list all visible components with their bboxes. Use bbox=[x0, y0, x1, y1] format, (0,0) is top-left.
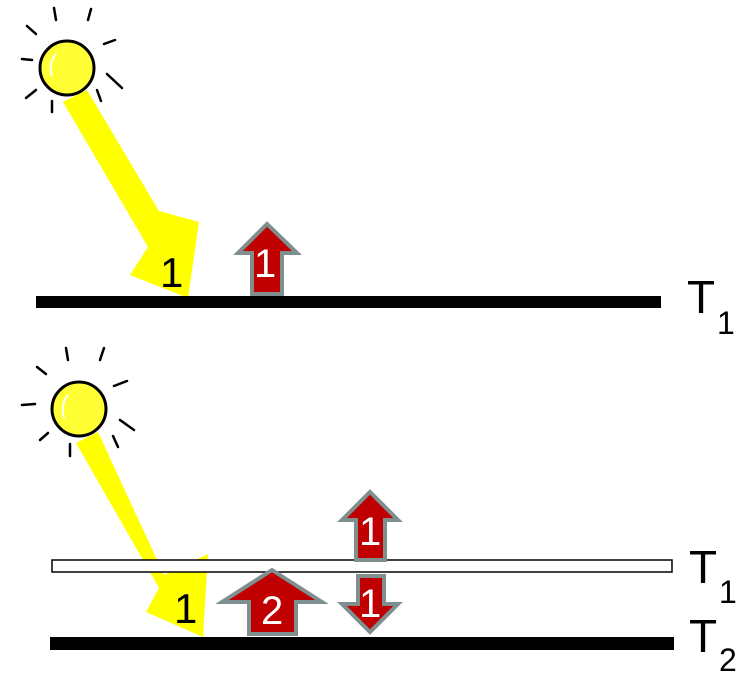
ground-surface bbox=[36, 296, 661, 308]
surface-emission-arrow-up: 1 bbox=[238, 224, 297, 294]
layer-emission-arrow-up: 1 bbox=[342, 492, 398, 560]
layer-emission-up-label: 1 bbox=[359, 510, 381, 554]
ground-surface bbox=[50, 637, 674, 650]
layer-emission-down-label: 1 bbox=[359, 582, 381, 626]
svg-text:1: 1 bbox=[717, 305, 735, 341]
solar-beam-label: 1 bbox=[174, 585, 197, 632]
top-panel: 1 1 T 1 bbox=[22, 8, 735, 341]
solar-beam-label: 1 bbox=[160, 249, 183, 296]
sun-icon bbox=[22, 8, 122, 112]
surface-emission-arrow-up: 2 bbox=[222, 570, 322, 634]
layer-temperature-label: T 1 bbox=[689, 541, 737, 610]
sun-icon bbox=[22, 348, 134, 456]
svg-text:T: T bbox=[689, 610, 717, 662]
sun-disc bbox=[52, 382, 106, 436]
bottom-panel: 1 1 1 2 T 1 T 2 bbox=[22, 348, 737, 675]
surface-temperature-label: T 1 bbox=[687, 271, 735, 341]
svg-text:T: T bbox=[687, 271, 715, 323]
svg-text:1: 1 bbox=[719, 574, 737, 610]
svg-text:T: T bbox=[689, 541, 717, 593]
surface-emission-label: 2 bbox=[261, 589, 283, 633]
layer-emission-arrow-down: 1 bbox=[342, 576, 398, 632]
svg-text:2: 2 bbox=[719, 642, 737, 675]
surface-emission-label: 1 bbox=[254, 242, 276, 286]
sun-disc bbox=[40, 41, 94, 95]
surface-temperature-label: T 2 bbox=[689, 610, 737, 675]
